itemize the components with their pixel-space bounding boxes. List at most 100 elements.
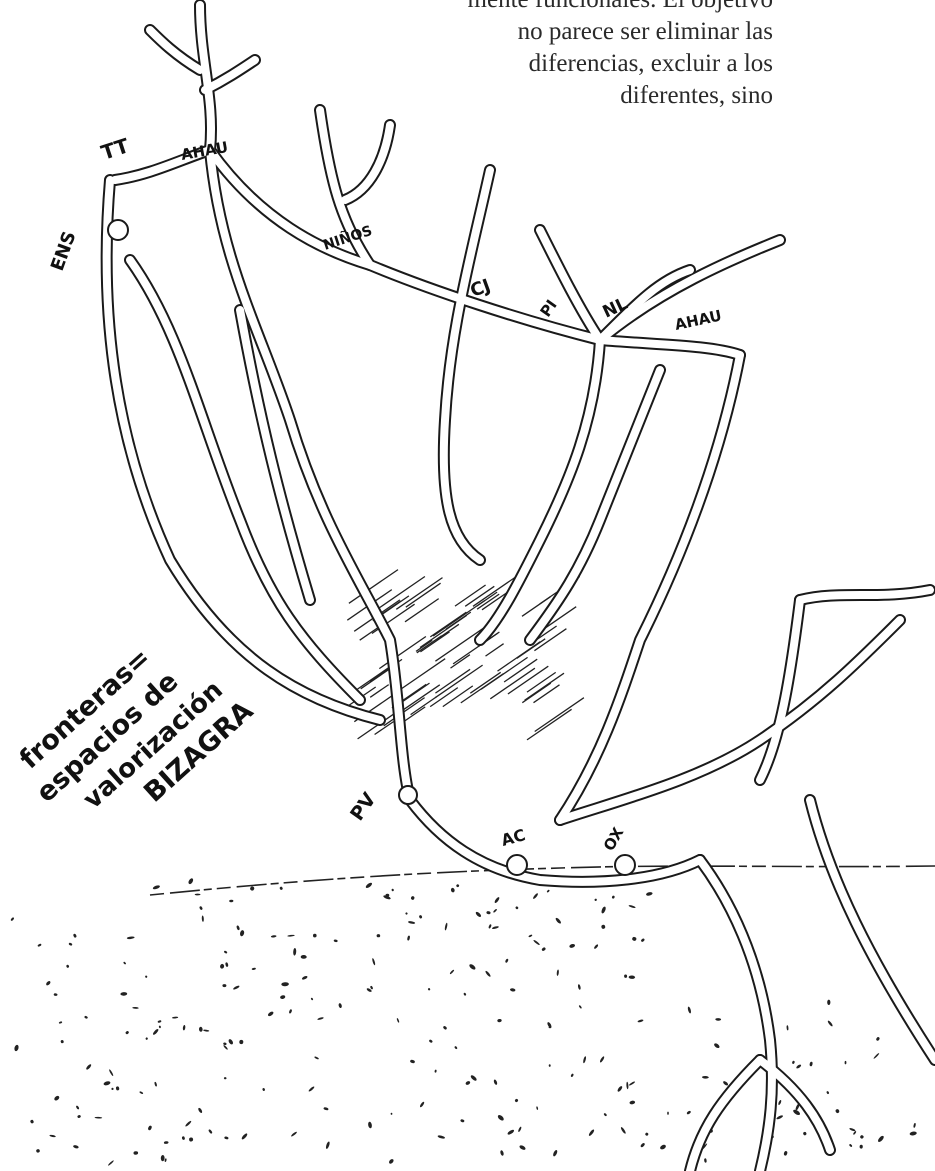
ground-dot <box>722 1080 728 1086</box>
ground-dot <box>37 943 42 947</box>
ground-dot <box>783 1151 788 1156</box>
ground-dot <box>519 1144 527 1150</box>
ground-dot <box>252 968 257 971</box>
ground-dot <box>222 984 226 987</box>
ground-dot <box>187 877 194 884</box>
ground-dot <box>488 924 492 929</box>
ground-dot <box>271 935 277 938</box>
hatch-stroke <box>417 636 442 653</box>
ground-dot <box>612 895 616 899</box>
ground-dot <box>45 980 51 986</box>
ground-dot <box>877 1135 885 1143</box>
ground-dot <box>601 924 606 929</box>
ground-dot <box>108 1160 115 1166</box>
ground-dot <box>641 938 646 942</box>
ground-dot <box>76 1105 80 1110</box>
ground-dot <box>77 1114 81 1118</box>
ground-dot <box>85 1063 92 1070</box>
ground-dot <box>536 1106 538 1110</box>
ground-dot <box>338 1003 342 1009</box>
ground-dot <box>220 964 225 970</box>
ground-dot <box>594 898 597 901</box>
ground-dot <box>873 1053 880 1060</box>
ground-dot <box>73 1145 79 1149</box>
ground-dot <box>507 1129 515 1136</box>
ground-dot <box>396 1018 399 1023</box>
ground-dot <box>287 935 295 937</box>
ground-dot <box>505 958 509 963</box>
ground-dot <box>30 1119 34 1124</box>
hatch-stroke <box>420 615 467 647</box>
ground-dot <box>570 1073 574 1077</box>
ground-dot <box>588 1129 595 1137</box>
ground-dot <box>470 1074 478 1081</box>
ground-dot <box>444 923 448 931</box>
ground-dot <box>876 1036 881 1041</box>
ground-dot <box>145 1037 148 1040</box>
ground-dot <box>368 1121 373 1128</box>
hatch-stroke <box>451 655 470 668</box>
ground-dot <box>617 1085 623 1092</box>
ground-dot <box>626 1082 629 1090</box>
ground-dot <box>601 906 607 914</box>
ground-dot <box>123 961 126 964</box>
ground-dot <box>310 997 313 1000</box>
ground-dot <box>909 1131 917 1136</box>
ground-dot <box>103 1081 111 1087</box>
hatched-area <box>347 570 584 740</box>
ground-dot <box>73 933 77 938</box>
ground-dot <box>437 1135 445 1139</box>
ground-dot <box>410 1059 415 1063</box>
ground-dot <box>323 1107 329 1111</box>
hatch-stroke <box>527 709 572 740</box>
hatch-stroke <box>435 669 470 693</box>
ground-dot <box>518 1126 522 1132</box>
ground-dot <box>497 1114 505 1122</box>
ground-dot <box>228 1038 234 1045</box>
ground-dot <box>313 934 317 938</box>
ground-dot <box>465 1080 471 1085</box>
ground-dot <box>164 1141 169 1144</box>
ground-dot <box>239 1040 243 1045</box>
ground-dot <box>164 1158 166 1162</box>
ground-dot <box>289 1009 293 1014</box>
handwritten-annotation: fronteras= espacios de valorización BIZA… <box>7 615 260 862</box>
ground-dot <box>776 1115 784 1120</box>
ground-dot <box>189 1137 194 1142</box>
ground-dot <box>515 906 519 910</box>
ground-dot <box>687 1006 691 1013</box>
ground-dot <box>860 1135 865 1140</box>
ground-dot <box>646 892 653 897</box>
hatch-stroke <box>378 577 425 610</box>
ground-dot <box>224 950 228 954</box>
ground-dot <box>68 942 72 946</box>
ground-dot <box>485 970 492 977</box>
ground-dot <box>532 893 538 900</box>
ground-dot <box>14 1044 20 1051</box>
ground-dot <box>145 975 148 978</box>
hatch-stroke <box>508 666 548 694</box>
ground-dot <box>333 939 337 942</box>
label-ens: ENS <box>47 229 81 274</box>
label-pv: PV <box>346 789 381 825</box>
ground-dot <box>845 1061 847 1064</box>
ground-dot <box>778 1100 782 1106</box>
ground-dot <box>111 1088 113 1090</box>
ground-dot <box>796 1064 802 1069</box>
ground-dot <box>229 900 233 903</box>
ground-dot <box>183 1025 186 1031</box>
ground-dot <box>370 985 374 989</box>
hatch-stroke <box>534 685 560 703</box>
ground-dot <box>637 1019 643 1023</box>
ground-dot <box>443 1025 448 1030</box>
ground-dot <box>301 955 307 959</box>
ground-dot <box>195 894 201 896</box>
ground-dot <box>715 1018 721 1021</box>
ground-dot <box>713 1042 720 1049</box>
ground-dot <box>66 964 70 968</box>
ground-dot <box>624 974 627 978</box>
node-marker <box>399 786 417 804</box>
ground-dot <box>468 963 476 970</box>
ground-dot <box>84 1015 88 1019</box>
ground-dot <box>36 1149 41 1153</box>
